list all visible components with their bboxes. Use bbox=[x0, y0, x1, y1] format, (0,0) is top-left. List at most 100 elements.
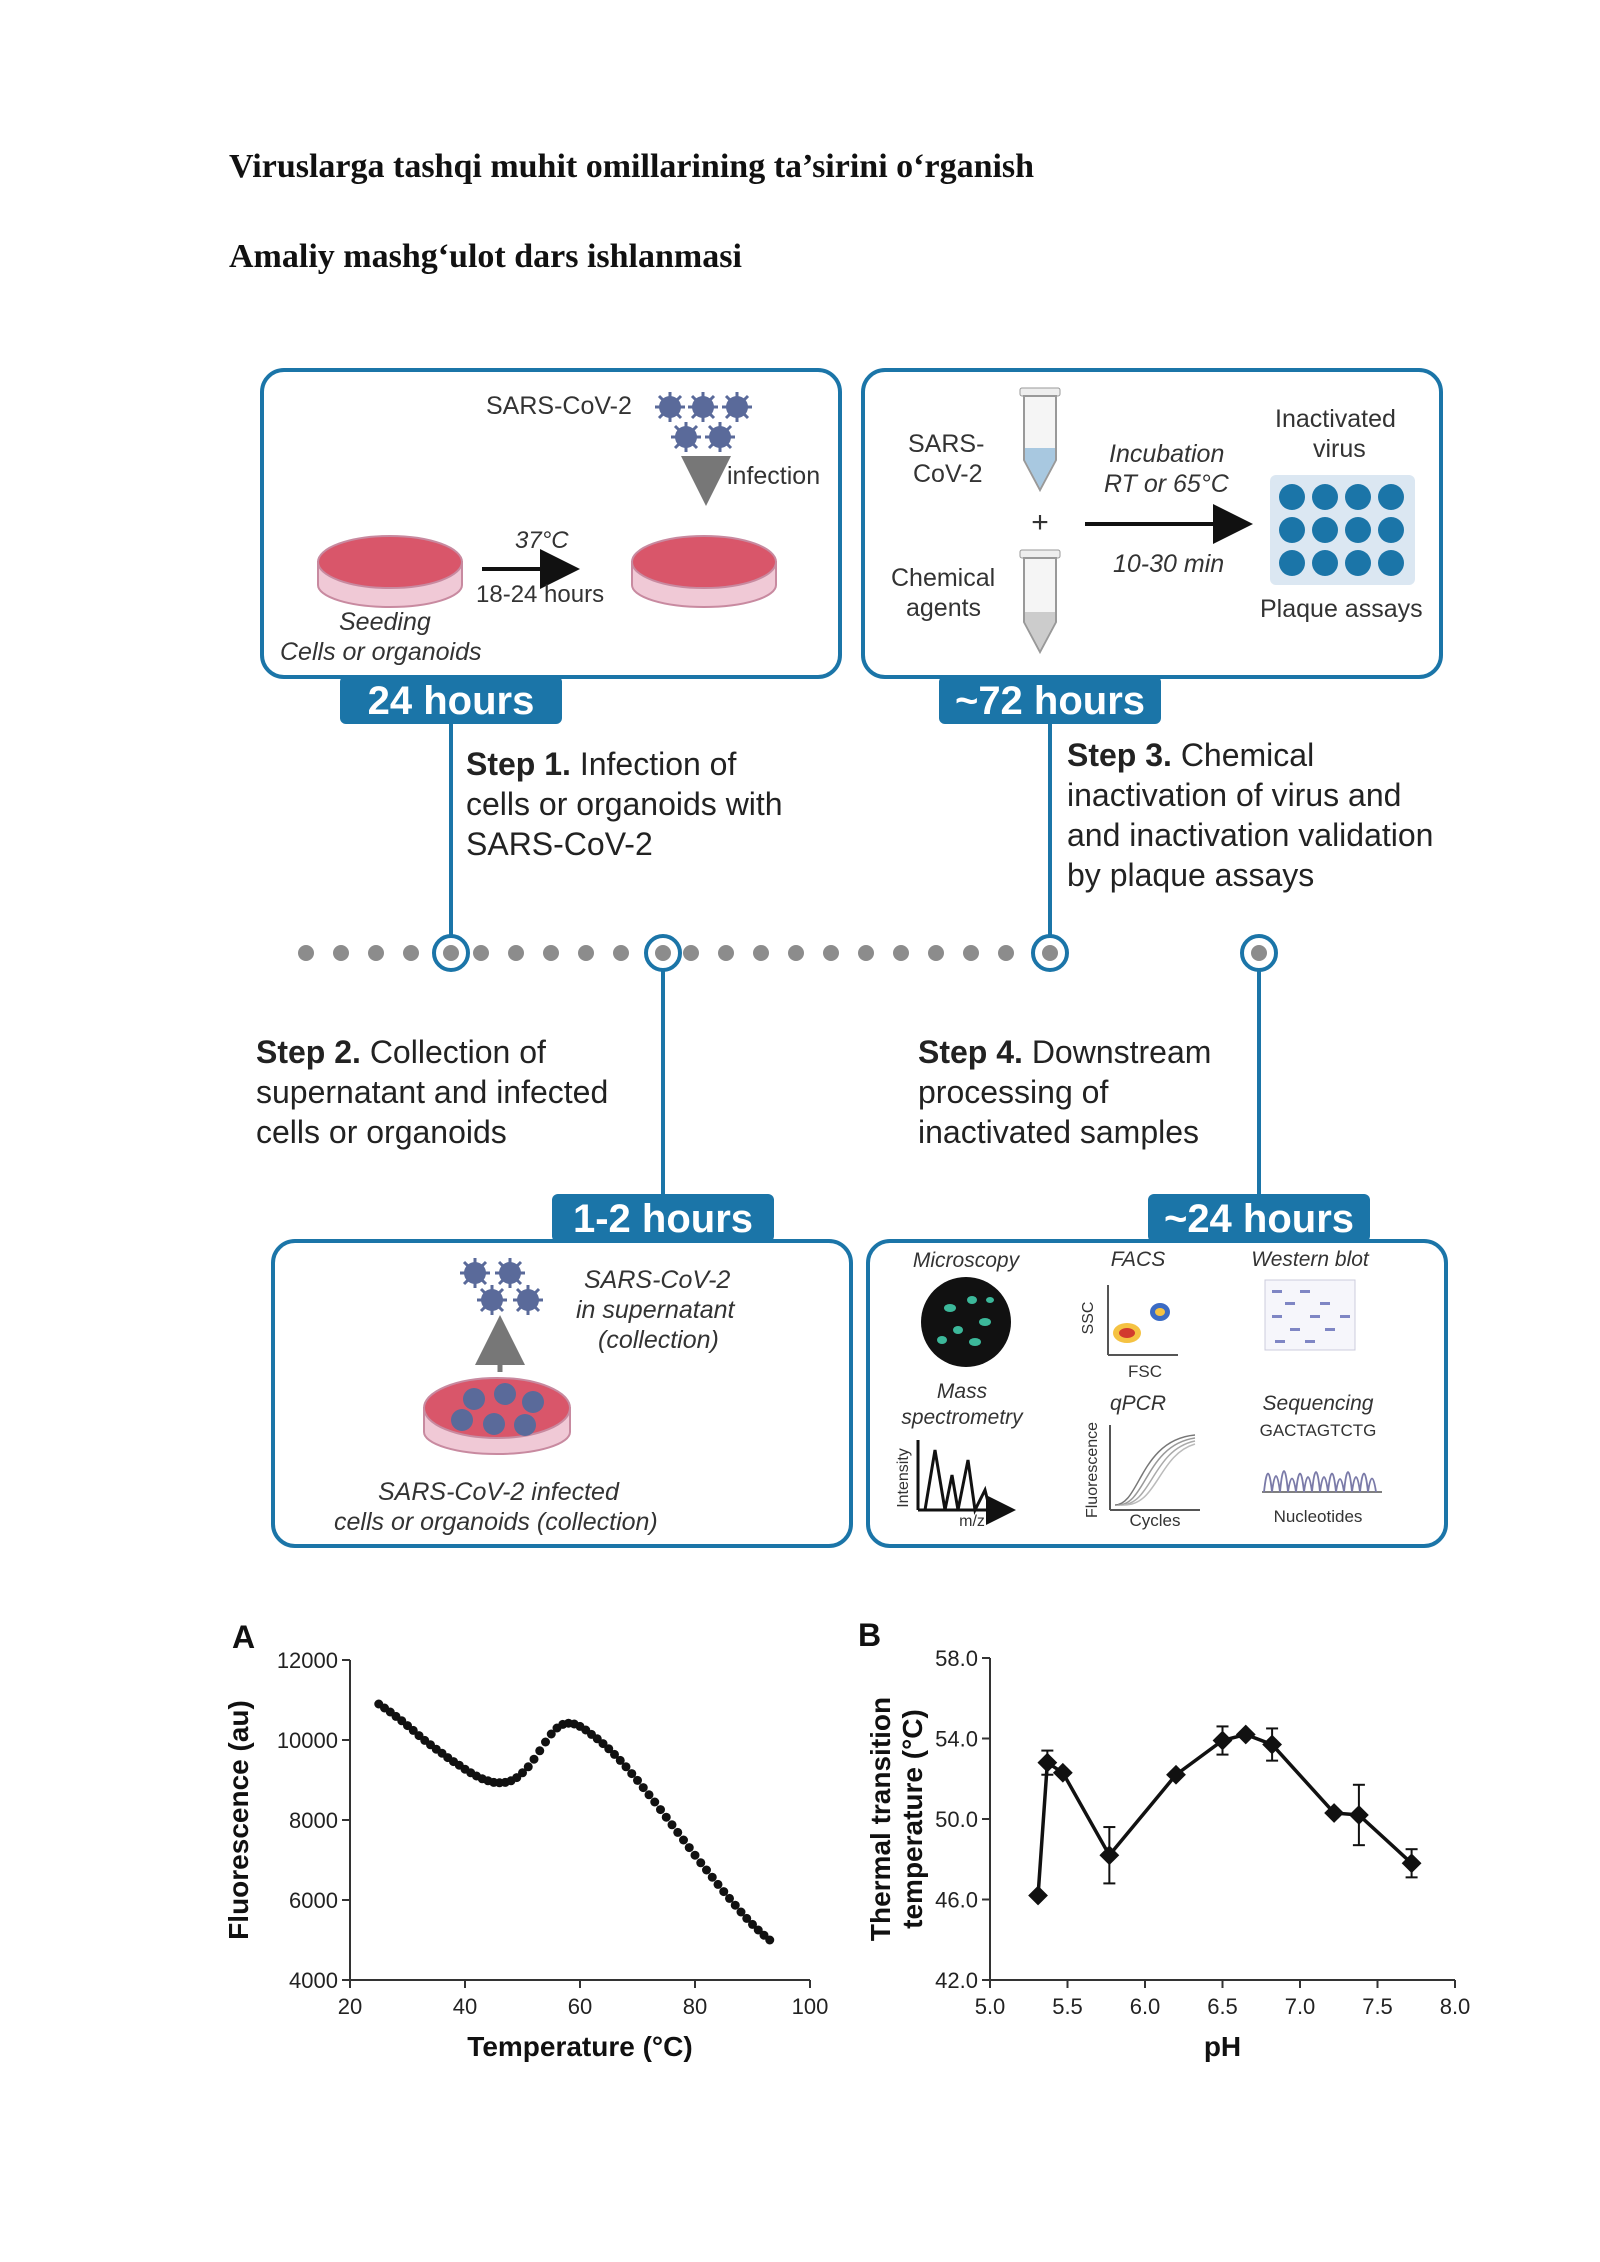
svg-text:Sequencing: Sequencing bbox=[1263, 1392, 1374, 1415]
timeline-dot bbox=[298, 945, 314, 961]
step4-text: Step 4. Downstream processing of inactiv… bbox=[918, 1034, 1211, 1150]
x-tick-label: 7.5 bbox=[1362, 1994, 1393, 2019]
data-point bbox=[529, 1754, 539, 1764]
timeline-milestone-dot bbox=[443, 945, 459, 961]
step3-text: Step 3. Chemical inactivation of virus a… bbox=[1067, 737, 1433, 893]
y-tick-label: 46.0 bbox=[935, 1888, 978, 1913]
data-point bbox=[730, 1900, 740, 1910]
svg-text:Microscopy: Microscopy bbox=[913, 1249, 1021, 1272]
data-point bbox=[748, 1919, 757, 1929]
timeline-milestone-dot bbox=[655, 945, 671, 961]
blot-band bbox=[1305, 1340, 1315, 1343]
data-point bbox=[650, 1797, 660, 1807]
svg-text:SARS-CoV-2: SARS-CoV-2 bbox=[466, 826, 653, 862]
data-point bbox=[736, 1907, 746, 1917]
data-point bbox=[604, 1744, 614, 1754]
data-point bbox=[627, 1769, 637, 1779]
timeline-dot bbox=[333, 945, 349, 961]
timeline-dot bbox=[753, 945, 769, 961]
svg-text:by plaque assays: by plaque assays bbox=[1067, 857, 1314, 893]
blot-band bbox=[1285, 1302, 1295, 1305]
data-point bbox=[638, 1783, 648, 1793]
mass-spec-icon bbox=[916, 1440, 1016, 1525]
svg-text:Nucleotides: Nucleotides bbox=[1274, 1507, 1363, 1526]
data-point bbox=[707, 1872, 717, 1882]
blot-band bbox=[1320, 1302, 1330, 1305]
y-tick-label: 6000 bbox=[289, 1888, 338, 1913]
timeline-dot bbox=[823, 945, 839, 961]
svg-text:m/z: m/z bbox=[959, 1513, 985, 1530]
svg-text:agents: agents bbox=[906, 594, 981, 622]
data-point bbox=[765, 1935, 775, 1945]
box-step3-inactivation: SARS- CoV-2 + Chemical agents Incubation… bbox=[861, 368, 1443, 679]
badge-24-hours-downstream: ~24 hours bbox=[1148, 1194, 1370, 1242]
data-point bbox=[633, 1775, 642, 1785]
timeline-dot bbox=[473, 945, 489, 961]
svg-text:processing of: processing of bbox=[918, 1074, 1108, 1110]
timeline-dot bbox=[893, 945, 909, 961]
document-title: Viruslarga tashqi muhit omillarining ta’… bbox=[229, 148, 1035, 185]
y-tick-label: 4000 bbox=[289, 1968, 338, 1993]
y-tick-label: 42.0 bbox=[935, 1968, 978, 1993]
data-point bbox=[523, 1762, 533, 1772]
svg-text:Fluorescence: Fluorescence bbox=[1084, 1422, 1101, 1518]
svg-text:~72 hours: ~72 hours bbox=[955, 679, 1145, 723]
x-tick-label: 5.0 bbox=[975, 1994, 1006, 2019]
temperature-label: 37°C bbox=[515, 527, 569, 554]
y-tick-label: 50.0 bbox=[935, 1807, 978, 1832]
box-step2-collection: SARS-CoV-2 in supernatant (collection) S… bbox=[271, 1239, 853, 1548]
svg-text:SARS-CoV-2: SARS-CoV-2 bbox=[584, 1266, 730, 1294]
blot-band bbox=[1275, 1340, 1285, 1343]
data-point bbox=[1052, 1762, 1073, 1783]
data-point bbox=[667, 1820, 677, 1830]
timeline-milestone-dot bbox=[1042, 945, 1058, 961]
data-point bbox=[673, 1827, 683, 1837]
timeline-dot bbox=[578, 945, 594, 961]
infection-label: infection bbox=[727, 462, 820, 490]
data-point bbox=[610, 1749, 619, 1759]
svg-text:Step 4. Downstream: Step 4. Downstream bbox=[918, 1034, 1211, 1070]
svg-text:Step 1. Infection of: Step 1. Infection of bbox=[466, 746, 736, 782]
badge-24-hours: 24 hours bbox=[340, 676, 562, 724]
plaque-well bbox=[1279, 517, 1305, 543]
data-point bbox=[1037, 1752, 1058, 1773]
western-blot-icon bbox=[1264, 1279, 1356, 1351]
timeline-dot bbox=[998, 945, 1014, 961]
timeline-dot bbox=[403, 945, 419, 961]
svg-text:Cycles: Cycles bbox=[1129, 1511, 1180, 1530]
document-subtitle: Amaliy mashg‘ulot dars ishlanmasi bbox=[229, 238, 742, 275]
box-step4-downstream: Microscopy FACS SSC FSC Western blot Mas… bbox=[866, 1239, 1448, 1548]
plaque-well bbox=[1345, 550, 1371, 576]
plaque-well bbox=[1279, 484, 1305, 510]
x-tick-label: 7.0 bbox=[1285, 1994, 1316, 2019]
x-axis-label: pH bbox=[1204, 2031, 1241, 2062]
svg-text:inactivation of virus and: inactivation of virus and bbox=[1067, 777, 1401, 813]
svg-text:cells or organoids: cells or organoids bbox=[256, 1114, 507, 1150]
plaque-well bbox=[1312, 517, 1338, 543]
data-point bbox=[679, 1835, 688, 1845]
y-axis-label: Fluorescence (au) bbox=[223, 1700, 254, 1940]
svg-text:FACS: FACS bbox=[1111, 1248, 1165, 1271]
cells-label: Cells or organoids bbox=[280, 638, 482, 666]
timeline-dot bbox=[718, 945, 734, 961]
tube-icon bbox=[1019, 387, 1061, 493]
timeline-dot bbox=[543, 945, 559, 961]
data-point bbox=[644, 1790, 654, 1800]
x-tick-label: 40 bbox=[453, 1994, 477, 2019]
tube-icon bbox=[1019, 549, 1061, 655]
plaque-well bbox=[1378, 517, 1404, 543]
svg-text:qPCR: qPCR bbox=[1110, 1392, 1166, 1415]
svg-text:GACTAGTCTG: GACTAGTCTG bbox=[1260, 1421, 1377, 1440]
svg-text:CoV-2: CoV-2 bbox=[913, 460, 982, 488]
panel-letter-b: B bbox=[858, 1620, 881, 1653]
timeline-dot bbox=[613, 945, 629, 961]
petri-dish-icon bbox=[631, 535, 777, 608]
svg-text:inactivated samples: inactivated samples bbox=[918, 1114, 1199, 1150]
step1-text: Step 1. Infection of cells or organoids … bbox=[466, 746, 783, 862]
svg-text:Chemical: Chemical bbox=[891, 564, 995, 592]
data-point bbox=[1028, 1885, 1048, 1906]
svg-text:10-30 min: 10-30 min bbox=[1113, 550, 1224, 578]
svg-text:Intensity: Intensity bbox=[895, 1448, 912, 1508]
data-point bbox=[656, 1805, 665, 1815]
svg-text:1-2 hours: 1-2 hours bbox=[573, 1197, 753, 1241]
